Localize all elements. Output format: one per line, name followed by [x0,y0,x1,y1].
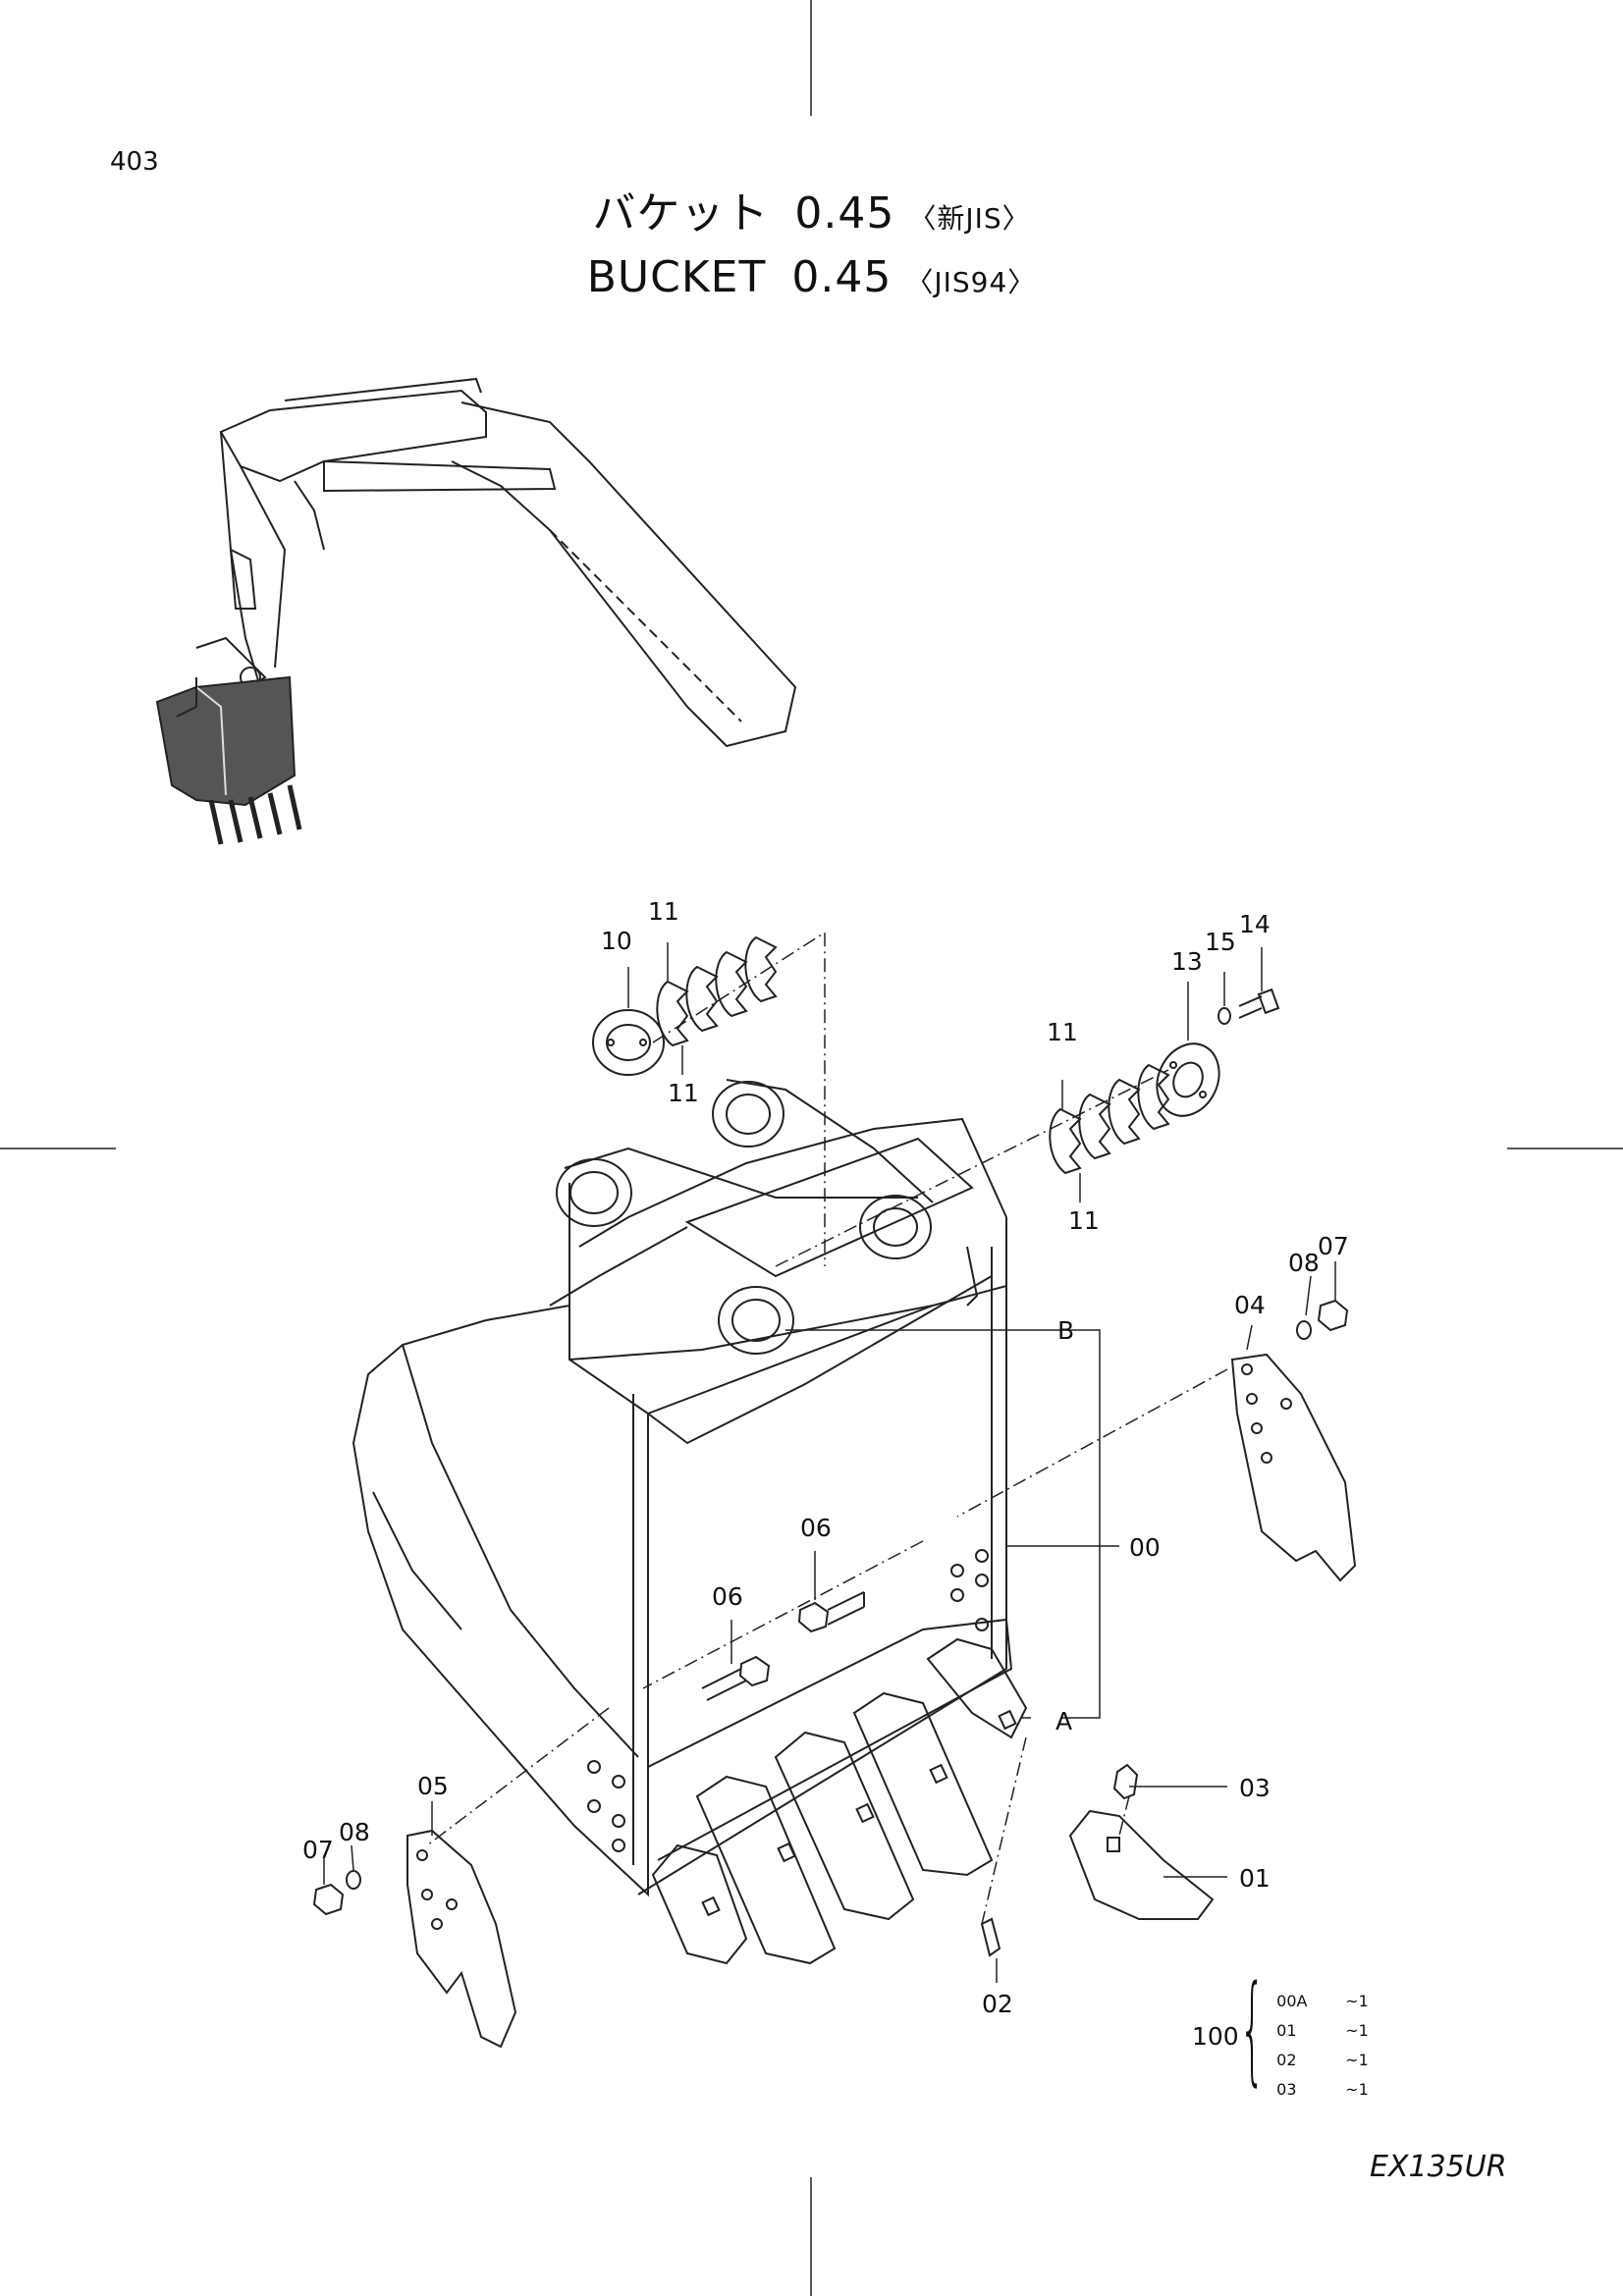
title-en-capacity: 0.45 [791,252,893,302]
part-05-hole [446,1898,458,1910]
part-13-plate [1156,1042,1220,1117]
machine-overview-illustration [155,377,797,845]
callout-11-right-bottom: 11 [1068,1206,1100,1235]
part-04-hole [1280,1398,1292,1410]
page-number: 403 [110,147,159,177]
callout-02: 02 [982,1990,1013,2018]
callout-03: 03 [1239,1774,1271,1802]
callout-01: 01 [1239,1864,1271,1893]
callout-15: 15 [1205,928,1236,956]
callout-ref-b: B [1057,1316,1074,1345]
title-jp-capacity: 0.45 [794,188,895,239]
kit-item-code: 02 [1276,2051,1297,2069]
kit-item-qty: ~1 [1345,2080,1369,2099]
title-japanese: バケット 0.45 〈新JIS〉 [0,185,1623,248]
kit-item: 03 ~1 [1267,2061,1404,2099]
callout-08-right: 08 [1288,1249,1320,1277]
callout-08-left: 08 [339,1818,370,1846]
part-07-nut-left [312,1883,345,1916]
callout-ref-a: A [1055,1707,1072,1735]
callout-11-upper-bottom: 11 [668,1079,699,1107]
part-04-hole [1261,1452,1272,1464]
callout-13: 13 [1171,947,1203,976]
kit-item: 01 ~1 [1267,2002,1404,2040]
part-05-hole [431,1918,443,1930]
kit-number: 100 [1192,2022,1239,2051]
kit-item: 00A ~1 [1267,1973,1404,2010]
part-08-washer-left [346,1870,361,1890]
title-jp-name: バケット [592,188,770,239]
callout-10: 10 [601,927,632,955]
part-07-nut-right [1317,1299,1349,1332]
part-06-bolt-upper [797,1591,865,1633]
part-04-hole [1251,1422,1263,1434]
kit-brace: { [1239,1961,1266,2098]
part-14-bolt [1238,988,1280,1019]
callout-06-lower: 06 [712,1582,743,1611]
part-03-pin [1112,1763,1139,1800]
callout-00: 00 [1129,1533,1161,1562]
callout-14: 14 [1239,910,1271,938]
title-block: バケット 0.45 〈新JIS〉 BUCKET 0.45 〈JIS94〉 [0,185,1623,312]
callout-07-left: 07 [302,1836,334,1864]
kit-item-code: 03 [1276,2080,1297,2099]
part-10-washer [592,1009,665,1076]
part-05-hole [421,1889,433,1900]
callout-11-right-top: 11 [1047,1018,1078,1046]
kit-item-qty: ~1 [1345,2021,1369,2040]
kit-item-code: 00A [1276,1992,1308,2010]
part-05-side-cutter [406,1829,517,2049]
part-08-washer-right [1296,1320,1312,1340]
part-04-hole [1241,1363,1253,1375]
title-jp-standard: 〈新JIS〉 [908,202,1031,235]
callout-05: 05 [417,1772,449,1800]
part-06-bolt-lower [701,1655,771,1701]
part-02-pin [980,1917,1001,1957]
part-01-tooth [1068,1809,1215,1920]
title-english: BUCKET 0.45 〈JIS94〉 [0,248,1623,312]
part-04-hole [1246,1393,1258,1405]
leader-lines [323,942,1336,1983]
callout-07-right: 07 [1318,1232,1349,1260]
callout-04: 04 [1234,1291,1266,1319]
bucket-body-illustration [352,1079,1028,1965]
part-11-shims-upper [656,935,778,1047]
part-01-slot [1107,1837,1120,1852]
callout-11-upper-top: 11 [648,897,679,926]
part-05-hole [416,1849,428,1861]
model-code: EX135UR [1370,2150,1507,2184]
kit-item-qty: ~1 [1345,2051,1369,2069]
center-lines [426,931,1228,1925]
part-15-washer [1217,1007,1231,1025]
title-en-name: BUCKET [586,252,767,302]
kit-item-qty: ~1 [1345,1992,1369,2010]
title-en-standard: 〈JIS94〉 [905,266,1037,298]
callout-06-upper: 06 [800,1514,832,1542]
kit-item-code: 01 [1276,2021,1297,2040]
part-11-shims-right [1049,1063,1170,1175]
part-04-side-cutter [1230,1353,1357,1582]
kit-item: 02 ~1 [1267,2032,1404,2069]
